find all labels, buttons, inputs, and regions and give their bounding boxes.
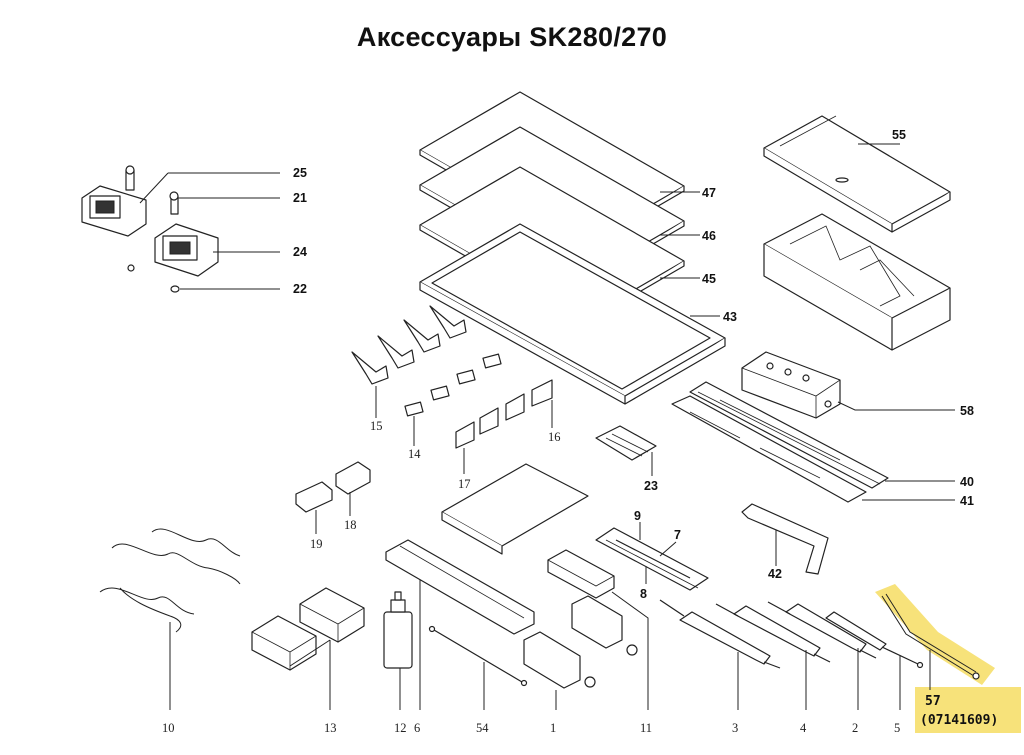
part-tool-4[interactable] — [715, 603, 831, 663]
part-cords-10[interactable] — [99, 528, 241, 633]
label-25: 25 — [293, 166, 307, 180]
label-12: 12 — [394, 721, 407, 735]
label-8: 8 — [640, 587, 647, 601]
label-46: 46 — [702, 229, 716, 243]
label-42: 42 — [768, 567, 782, 581]
part-gauge-11[interactable] — [547, 549, 615, 599]
part-57-highlight[interactable] — [875, 584, 995, 685]
label-47: 47 — [702, 186, 716, 200]
label-13: 13 — [324, 721, 337, 735]
part-tool-2[interactable] — [767, 601, 877, 659]
part-clamp-1[interactable] — [523, 631, 596, 689]
part-bracket-42[interactable] — [741, 503, 829, 575]
label-55: 55 — [892, 128, 906, 142]
part-ruler-40[interactable] — [689, 381, 889, 489]
part-clips-15[interactable] — [351, 305, 467, 385]
label-3: 3 — [732, 721, 738, 735]
label-7: 7 — [674, 528, 681, 542]
label-43: 43 — [723, 310, 737, 324]
label-6: 6 — [414, 721, 420, 735]
label-17: 17 — [458, 477, 471, 491]
part-lid-55[interactable] — [763, 115, 951, 233]
part-wire-57[interactable] — [881, 593, 980, 680]
label-45: 45 — [702, 272, 716, 286]
label-10: 10 — [162, 721, 175, 735]
part-block-25[interactable] — [81, 165, 147, 272]
label-5: 5 — [894, 721, 900, 735]
label-19: 19 — [310, 537, 323, 551]
part-clips-16[interactable] — [455, 379, 553, 449]
part-sinker-58[interactable] — [741, 351, 841, 419]
part-tool-54[interactable] — [428, 625, 528, 687]
label-40: 40 — [960, 475, 974, 489]
part-case-box[interactable] — [763, 213, 951, 351]
part-clip-19[interactable] — [295, 481, 333, 513]
part-weights-13[interactable] — [251, 587, 365, 671]
part-transfer-7[interactable] — [595, 527, 709, 591]
label-16: 16 — [548, 430, 561, 444]
label-4: 4 — [800, 721, 807, 735]
label-21: 21 — [293, 191, 307, 205]
label-18: 18 — [344, 518, 357, 532]
label-23: 23 — [644, 479, 658, 493]
part-code-57: (07141609) — [920, 713, 998, 728]
label-57: 57 — [925, 694, 941, 709]
highlight-box — [915, 687, 1021, 733]
diagram-title: Аксессуары SK280/270 — [356, 22, 668, 52]
part-envelope[interactable] — [441, 463, 589, 555]
part-clip-18[interactable] — [335, 461, 371, 495]
label-11: 11 — [640, 721, 652, 735]
part-tray-43[interactable] — [419, 223, 726, 405]
part-oil-bottle-12[interactable] — [383, 591, 413, 669]
label-54: 54 — [476, 721, 489, 735]
part-clips-14[interactable] — [404, 353, 502, 417]
label-58: 58 — [960, 404, 974, 418]
part-clamp-1b[interactable] — [571, 595, 638, 656]
part-ruler-41[interactable] — [671, 395, 867, 503]
label-41: 41 — [960, 494, 974, 508]
label-1: 1 — [550, 721, 556, 735]
part-tool-5[interactable] — [825, 611, 924, 669]
part-tool-3[interactable] — [659, 599, 781, 669]
part-comb-6[interactable] — [385, 539, 535, 635]
label-22: 22 — [293, 282, 307, 296]
label-9: 9 — [634, 509, 641, 523]
label-15: 15 — [370, 419, 383, 433]
part-card-23[interactable] — [595, 425, 657, 461]
label-24: 24 — [293, 245, 307, 259]
label-14: 14 — [408, 447, 421, 461]
label-2: 2 — [852, 721, 858, 735]
part-block-24[interactable] — [154, 191, 219, 293]
